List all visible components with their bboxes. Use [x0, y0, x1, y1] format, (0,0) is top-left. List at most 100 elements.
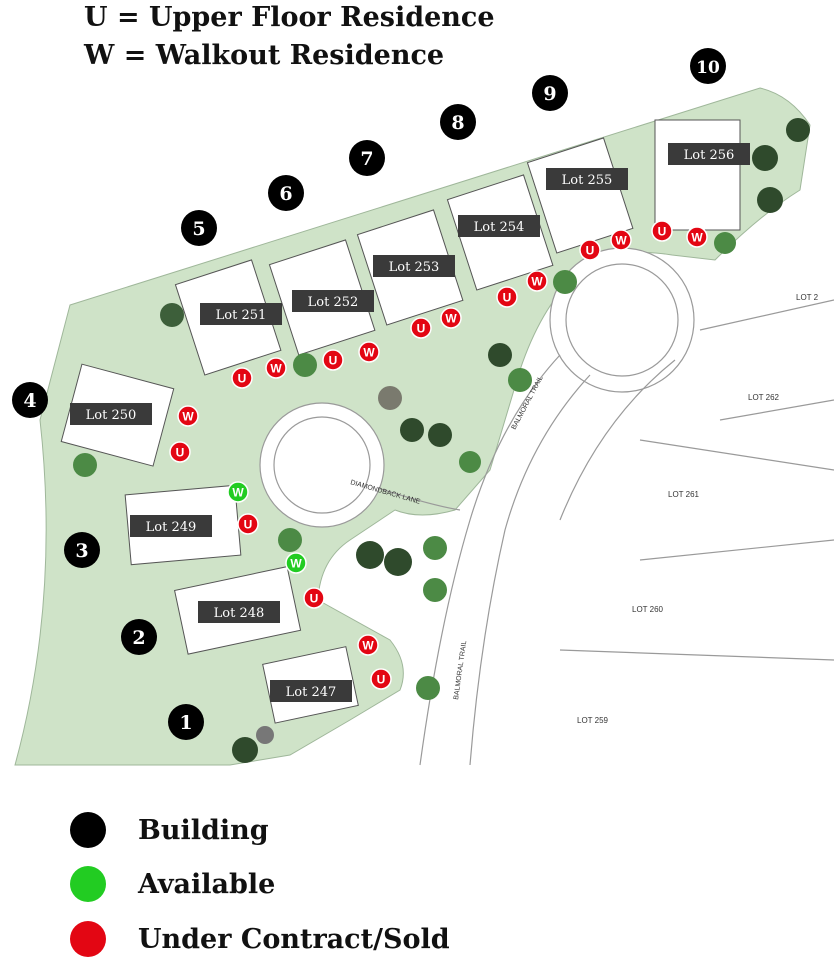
unit-marker-u[interactable]: U: [579, 239, 601, 261]
building-marker-7: 7: [349, 140, 385, 176]
building-marker-number: 4: [23, 390, 36, 412]
neighbor-area: [380, 290, 834, 765]
lot-label-lot-248[interactable]: Lot 248: [198, 601, 280, 623]
unit-marker-letter: W: [270, 362, 282, 376]
unit-marker-letter: U: [586, 244, 595, 258]
lot-label-lot-251[interactable]: Lot 251: [200, 303, 282, 325]
unit-marker-u[interactable]: U: [370, 668, 392, 690]
lot-label-lot-255[interactable]: Lot 255: [546, 168, 628, 190]
lot-label-text: Lot 255: [562, 173, 613, 188]
legend-row-building: Building: [70, 812, 269, 848]
unit-marker-letter: W: [362, 639, 374, 653]
neighbor-lot-261: LOT 261: [668, 490, 700, 499]
unit-marker-dot: [358, 341, 380, 363]
unit-marker-dot: [526, 270, 548, 292]
unit-marker-u[interactable]: U: [231, 367, 253, 389]
unit-marker-w[interactable]: W: [177, 405, 199, 427]
unit-marker-dot: [169, 441, 191, 463]
building-marker-10: 10: [690, 48, 726, 84]
unit-marker-letter: W: [691, 231, 703, 245]
building-marker-1: 1: [168, 704, 204, 740]
unit-marker-u[interactable]: U: [651, 220, 673, 242]
building-marker-4: 4: [12, 382, 48, 418]
unit-marker-dot: [303, 587, 325, 609]
unit-marker-dot: [610, 229, 632, 251]
building-marker-number: 3: [75, 540, 88, 562]
unit-marker-dot: [231, 367, 253, 389]
legend-title-walkout: W = Walkout Residence: [84, 40, 445, 71]
neighbor-lot-260: LOT 260: [632, 605, 664, 614]
lot-label-lot-253[interactable]: Lot 253: [373, 255, 455, 277]
unit-marker-w[interactable]: W: [227, 481, 249, 503]
building-marker-number: 7: [360, 148, 373, 170]
lot-label-lot-250[interactable]: Lot 250: [70, 403, 152, 425]
neighbor-lot-259: LOT 259: [577, 716, 609, 725]
lot-label-lot-252[interactable]: Lot 252: [292, 290, 374, 312]
lot-label-background: [200, 303, 282, 325]
unit-marker-u[interactable]: U: [303, 587, 325, 609]
lot-label-text: Lot 250: [86, 408, 137, 423]
building-marker-number: 1: [179, 712, 192, 734]
lot-label-lot-247[interactable]: Lot 247: [270, 680, 352, 702]
trees: [73, 118, 810, 763]
building-marker-dot: [349, 140, 385, 176]
unit-marker-w[interactable]: W: [526, 270, 548, 292]
building-marker-number: 8: [451, 112, 464, 134]
building-marker-dot: [532, 75, 568, 111]
unit-marker-letter: W: [531, 275, 543, 289]
unit-marker-u[interactable]: U: [410, 317, 432, 339]
building-marker-3: 3: [64, 532, 100, 568]
unit-marker-dot: [651, 220, 673, 242]
unit-marker-letter: U: [417, 322, 426, 336]
building-marker-dot: [690, 48, 726, 84]
lot-label-background: [198, 601, 280, 623]
unit-marker-u[interactable]: U: [496, 286, 518, 308]
building-marker-number: 2: [132, 627, 145, 649]
unit-marker-letter: W: [182, 410, 194, 424]
unit-marker-u[interactable]: U: [237, 513, 259, 535]
building-marker-dot: [268, 175, 304, 211]
lot-label-text: Lot 254: [474, 220, 525, 235]
building-marker-8: 8: [440, 104, 476, 140]
building-marker-number: 9: [543, 83, 556, 105]
unit-marker-u[interactable]: U: [169, 441, 191, 463]
unit-marker-letter: U: [329, 354, 338, 368]
lot-label-lot-256[interactable]: Lot 256: [668, 143, 750, 165]
building-marker-5: 5: [181, 210, 217, 246]
unit-marker-dot: [237, 513, 259, 535]
unit-marker-w[interactable]: W: [358, 341, 380, 363]
unit-marker-letter: U: [658, 225, 667, 239]
lot-label-background: [373, 255, 455, 277]
unit-marker-letter: U: [310, 592, 319, 606]
lot-label-text: Lot 251: [216, 308, 267, 323]
unit-marker-letter: W: [290, 557, 302, 571]
lot-label-background: [270, 680, 352, 702]
legend-dot-sold: [70, 921, 106, 957]
unit-marker-u[interactable]: U: [322, 349, 344, 371]
unit-marker-letter: U: [503, 291, 512, 305]
neighbor-lot-partial: LOT 2: [796, 293, 819, 302]
unit-marker-dot: [227, 481, 249, 503]
road-network: [259, 247, 834, 766]
unit-marker-w[interactable]: W: [686, 226, 708, 248]
building-marker-dot: [440, 104, 476, 140]
unit-marker-w[interactable]: W: [440, 307, 462, 329]
lot-label-lot-249[interactable]: Lot 249: [130, 515, 212, 537]
legend-label-building: Building: [138, 814, 269, 846]
unit-marker-letter: U: [238, 372, 247, 386]
building-marker-dot: [12, 382, 48, 418]
lot-label-background: [70, 403, 152, 425]
unit-marker-dot: [370, 668, 392, 690]
legend-title-upper: U = Upper Floor Residence: [84, 2, 495, 33]
unit-marker-w[interactable]: W: [285, 552, 307, 574]
lot-label-background: [292, 290, 374, 312]
unit-marker-dot: [686, 226, 708, 248]
unit-marker-w[interactable]: W: [265, 357, 287, 379]
unit-marker-w[interactable]: W: [610, 229, 632, 251]
lot-label-text: Lot 252: [308, 295, 359, 310]
legend-label-available: Available: [138, 868, 276, 900]
unit-marker-w[interactable]: W: [357, 634, 379, 656]
building-marker-dot: [181, 210, 217, 246]
lot-label-lot-254[interactable]: Lot 254: [458, 215, 540, 237]
